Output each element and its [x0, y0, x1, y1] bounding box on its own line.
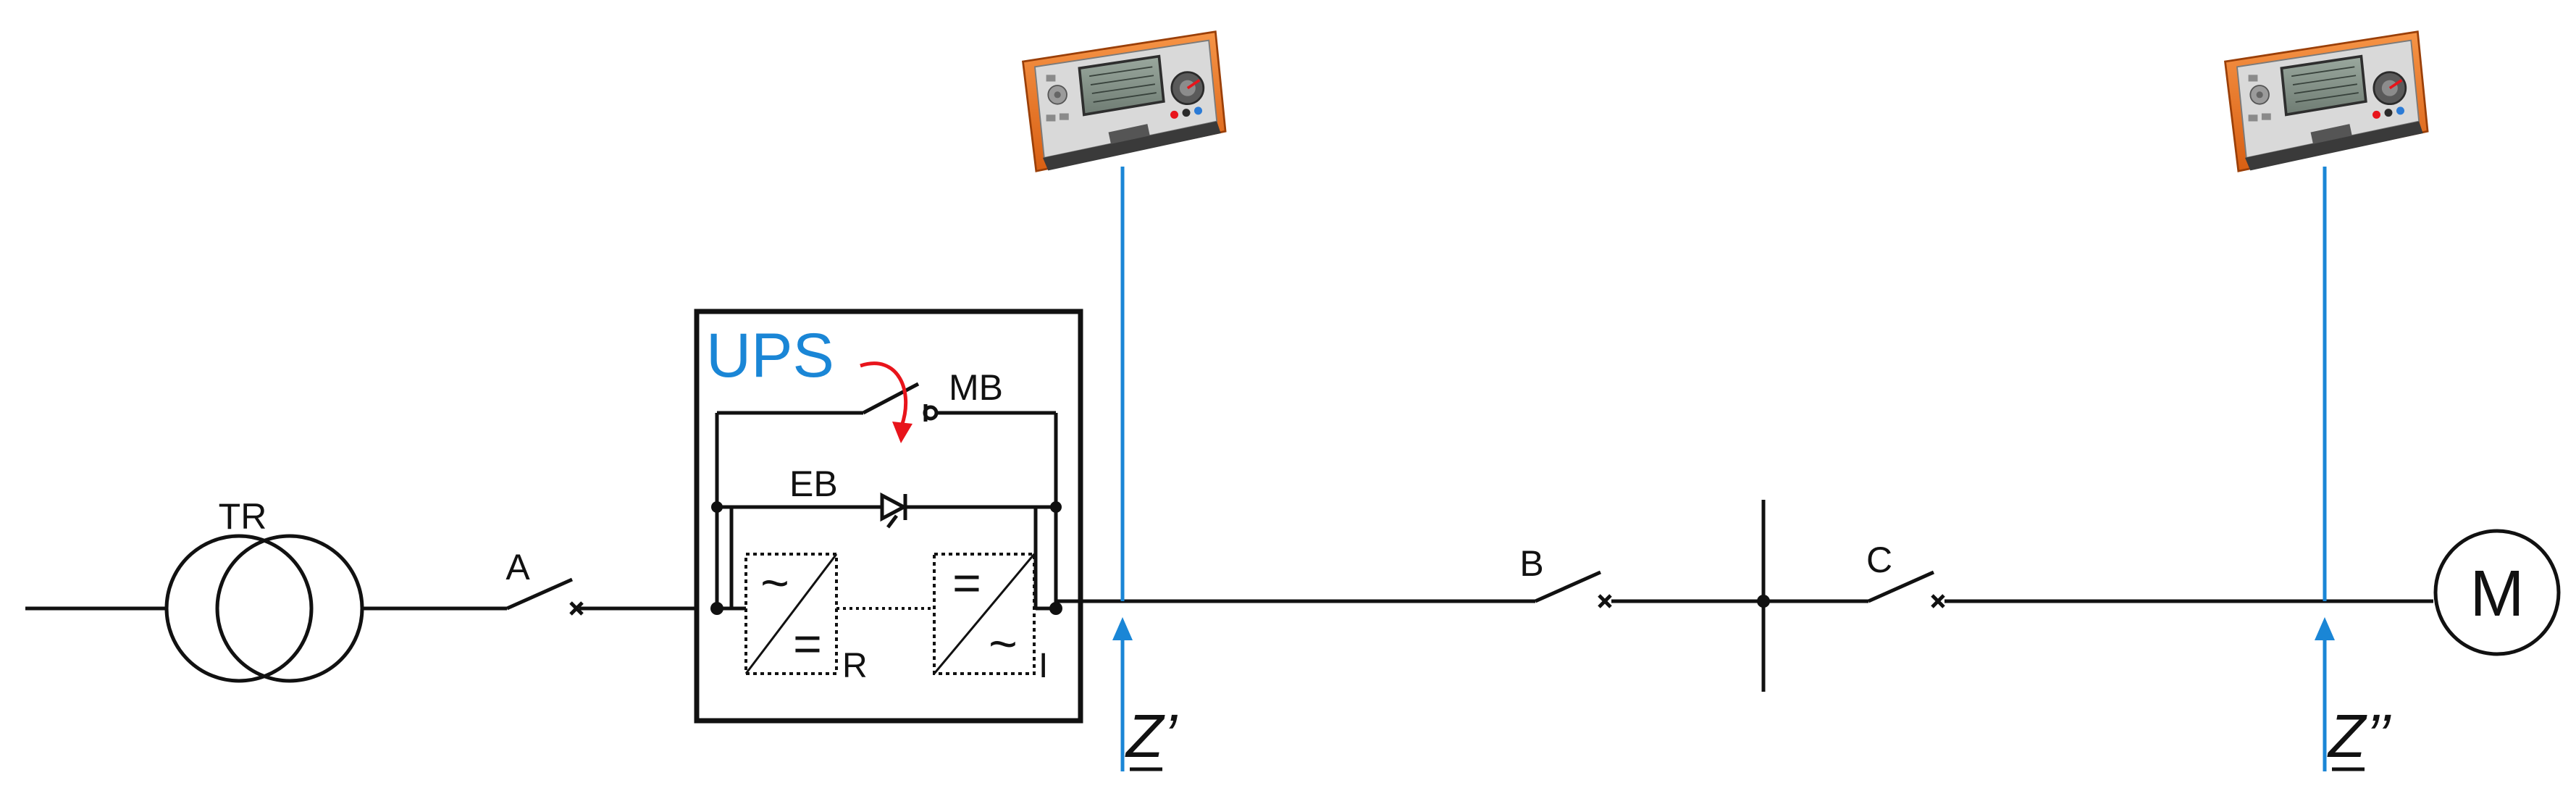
- inverter-block: = ~: [933, 553, 1036, 675]
- main-wiring: [25, 599, 2433, 611]
- eb-label: EB: [789, 464, 838, 504]
- rectifier-dc-symbol: =: [793, 616, 822, 671]
- rectifier-block: ~ =: [744, 553, 838, 675]
- ups-box: [694, 309, 1083, 724]
- switch-a-label: A: [505, 547, 530, 587]
- mb-switch-symbol: [862, 382, 939, 422]
- transformer-label: TR: [219, 496, 267, 537]
- probe-arrowheads: [1112, 617, 2335, 640]
- inverter-label: I: [1039, 647, 1048, 685]
- switch-c-symbol: [1867, 570, 1945, 608]
- impedance-label-1: Z’: [1125, 702, 1178, 771]
- eb-thyristor-symbol: [880, 492, 908, 529]
- bypass-operation-arrow: [860, 361, 912, 443]
- switch-a-symbol: [505, 577, 584, 616]
- z1-label: Z’: [1125, 702, 1178, 770]
- motor-label: M: [2470, 558, 2525, 630]
- z2-label: Z’’: [2327, 702, 2391, 770]
- rectifier-ac-symbol: ~: [760, 556, 789, 611]
- switch-b-symbol: [1534, 570, 1612, 608]
- multifunction-meter-icon: [2225, 32, 2428, 172]
- motor-symbol: [2433, 529, 2561, 656]
- impedance-label-2: Z’’: [2327, 702, 2391, 771]
- busbar-junction: [1757, 595, 1770, 608]
- ups-title: UPS: [706, 321, 834, 390]
- inverter-dc-symbol: =: [952, 556, 981, 611]
- switch-c-label: C: [1866, 540, 1892, 580]
- inverter-ac-symbol: ~: [989, 616, 1018, 671]
- transformer-symbol: [164, 534, 364, 683]
- mb-label: MB: [949, 367, 1003, 408]
- ups-output-wire: [1054, 600, 1060, 609]
- probe-lines: [1120, 167, 2327, 771]
- multifunction-meter-icon: [1023, 32, 1226, 172]
- switch-b-label: B: [1519, 543, 1543, 584]
- rectifier-label: R: [842, 647, 868, 685]
